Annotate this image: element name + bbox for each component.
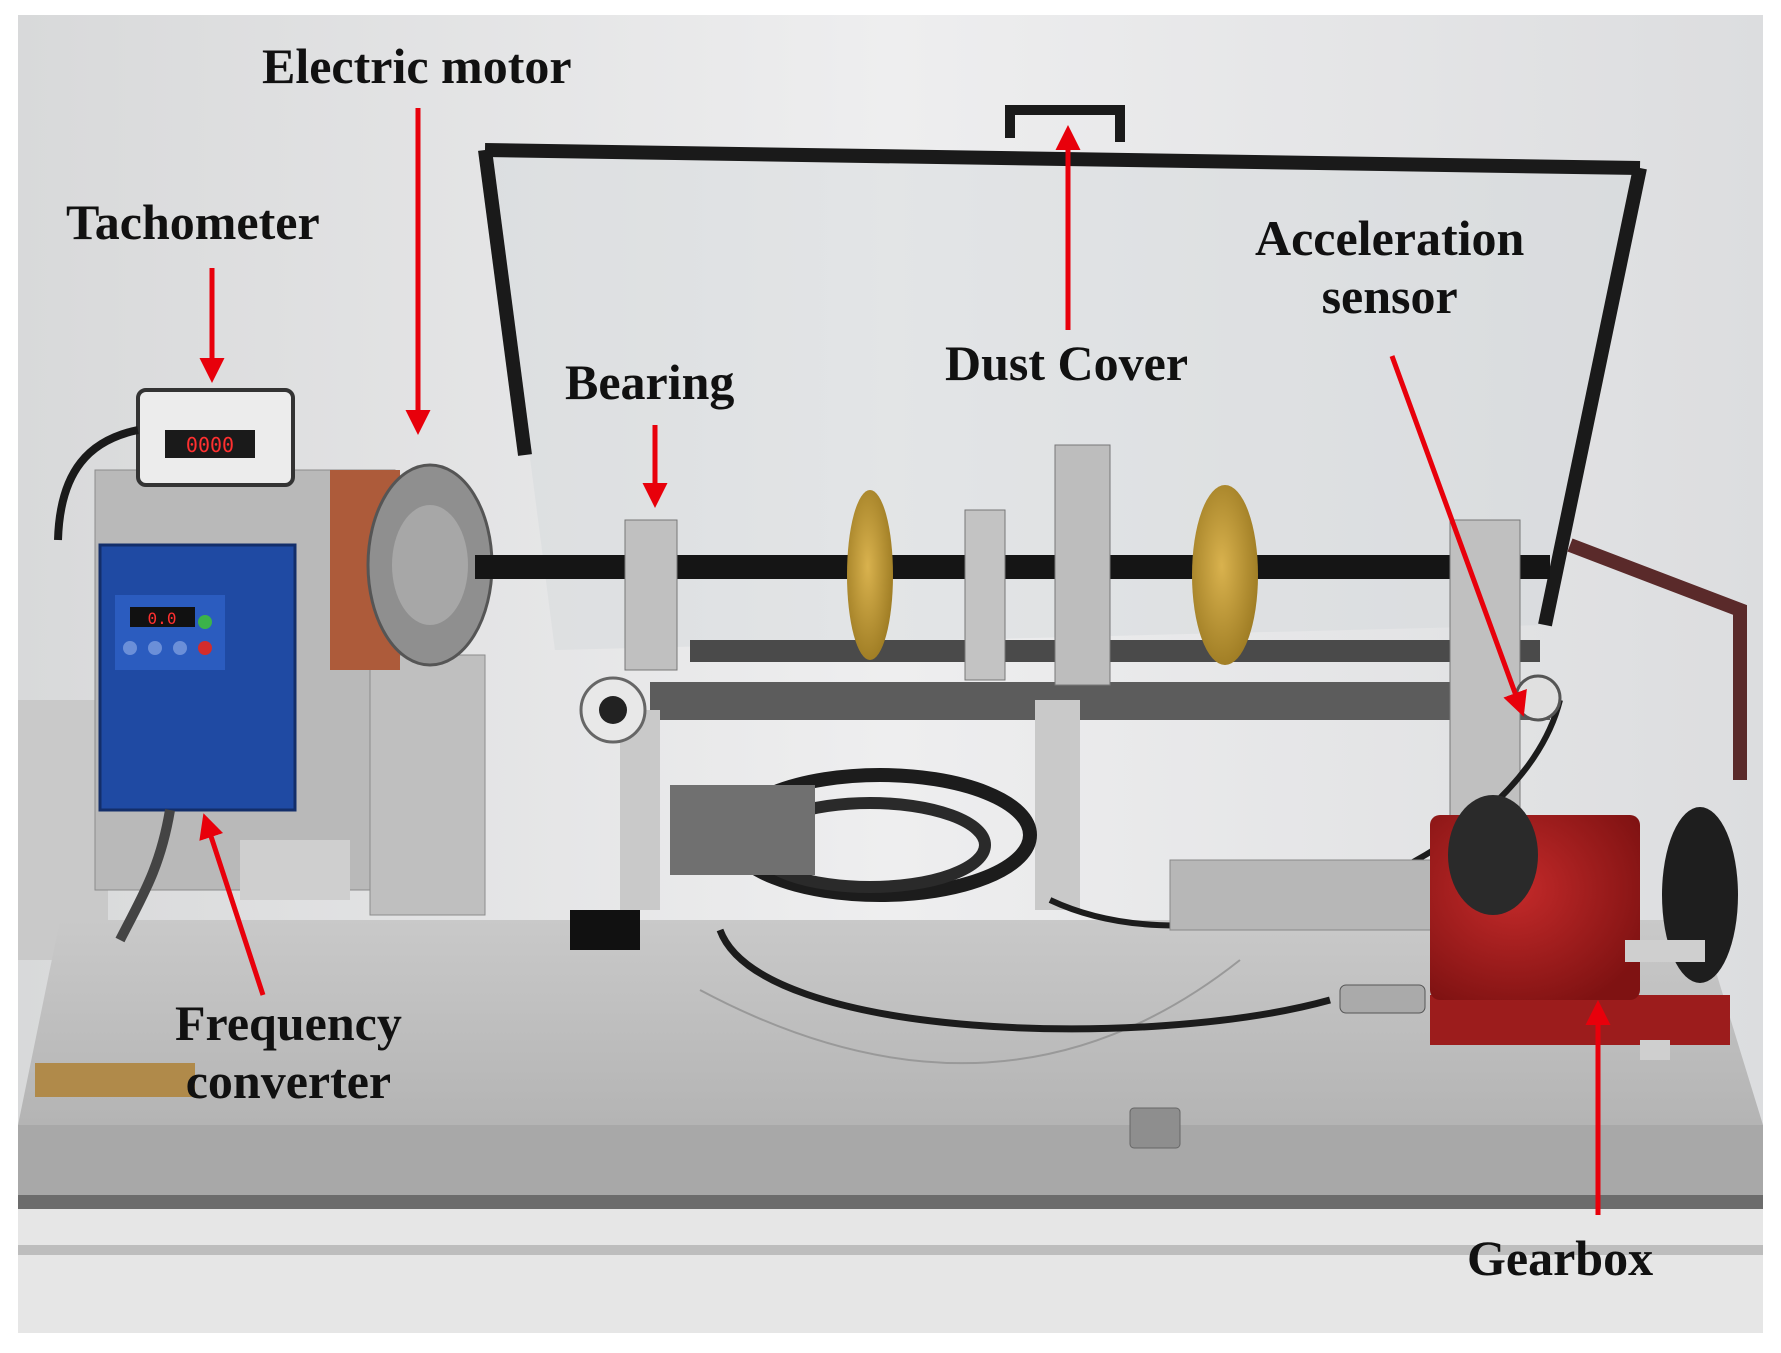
shaft-assembly bbox=[475, 444, 1550, 910]
label-gearbox: Gearbox bbox=[1467, 1230, 1654, 1286]
inverter-readout: 0.0 bbox=[148, 609, 177, 628]
tachometer-readout: 0000 bbox=[186, 433, 234, 457]
label-dust-cover: Dust Cover bbox=[945, 335, 1189, 391]
gearbox bbox=[1430, 538, 1747, 1060]
tachometer: 0000 bbox=[54, 388, 295, 541]
base-plate bbox=[18, 920, 1763, 1209]
label-bearing: Bearing bbox=[565, 354, 735, 410]
arrow-frequency-converter bbox=[199, 813, 266, 996]
cables bbox=[570, 699, 1563, 1033]
label-acceleration-sensor: Acceleration sensor bbox=[1255, 210, 1525, 324]
arrow-acceleration-sensor bbox=[1389, 355, 1527, 717]
label-electric-motor: Electric motor bbox=[262, 38, 572, 94]
label-tachometer: Tachometer bbox=[66, 194, 320, 250]
frequency-converter: 0.0 bbox=[98, 543, 297, 943]
callout-arrows bbox=[199, 108, 1611, 1215]
label-frequency-converter: Frequency converter bbox=[175, 995, 402, 1109]
dust-cover bbox=[478, 105, 1647, 650]
